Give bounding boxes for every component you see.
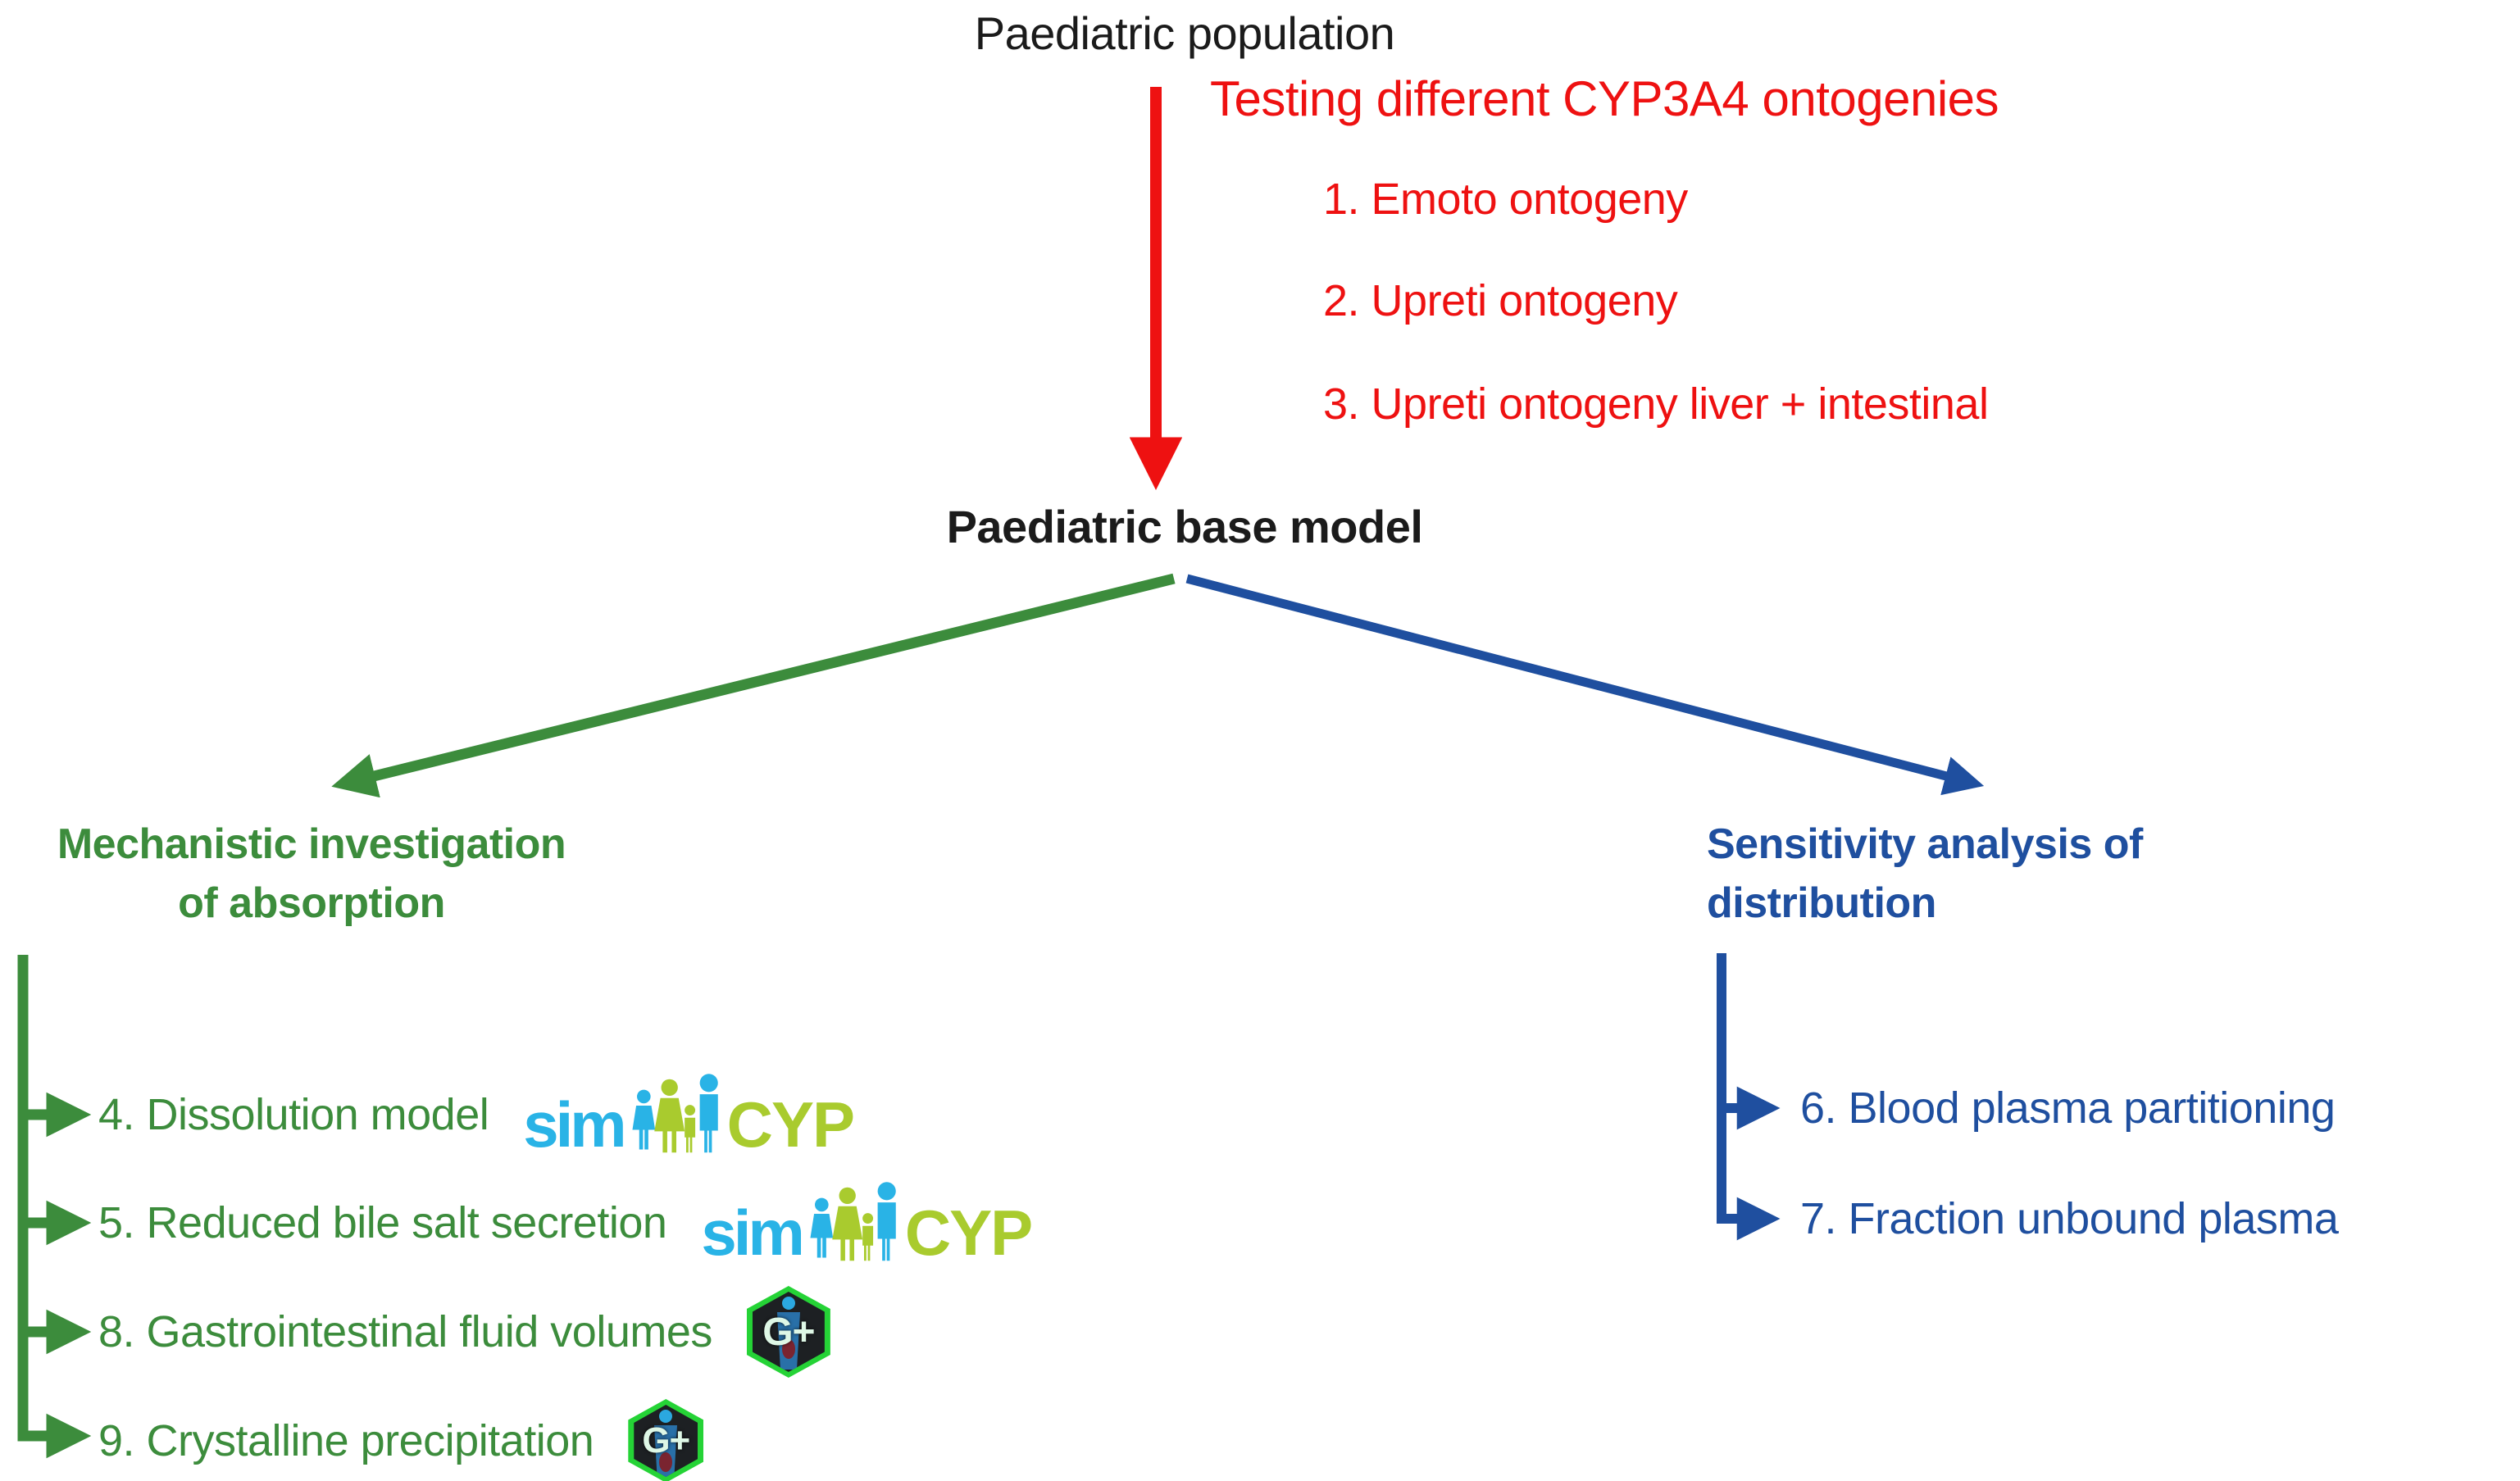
ontogeny-item-3: 3. Upreti ontogeny liver + intestinal bbox=[1323, 379, 1989, 429]
distribution-heading-line2: distribution bbox=[1707, 879, 1936, 927]
absorption-item-5-label: 5. Reduced bile salt secretion bbox=[98, 1198, 667, 1247]
simcyp-people-icon bbox=[632, 1074, 718, 1153]
distribution-heading-line1: Sensitivity analysis of bbox=[1707, 820, 2143, 868]
simcyp-sim-text: sim bbox=[701, 1197, 804, 1269]
absorption-heading-line2: of absorption bbox=[178, 879, 445, 927]
absorption-heading: Mechanistic investigation of absorption bbox=[0, 815, 623, 934]
absorption-item-5-row: 5. Reduced bile salt secretion sim bbox=[98, 1177, 1033, 1269]
root-node-label: Paediatric population bbox=[974, 7, 1395, 59]
gastroplus-person-icon bbox=[654, 1410, 678, 1477]
gastroplus-icon-inner: G+ bbox=[752, 1292, 825, 1372]
gastroplus-icon: G+ bbox=[628, 1399, 704, 1481]
absorption-heading-line1: Mechanistic investigation bbox=[57, 820, 566, 868]
ontogeny-item-1: 1. Emoto ontogeny bbox=[1323, 175, 1688, 224]
simcyp-people-icon bbox=[810, 1182, 896, 1261]
distribution-tree-line bbox=[1717, 953, 1781, 1241]
distribution-item-6-label: 6. Blood plasma partitioning bbox=[1800, 1083, 2336, 1133]
ontogeny-heading: Testing different CYP3A4 ontogenies bbox=[1210, 71, 1999, 126]
absorption-item-4-label: 4. Dissolution model bbox=[98, 1090, 489, 1139]
distribution-item-7-label: 7. Fraction unbound plasma bbox=[1800, 1194, 2339, 1243]
absorption-item-9-row: 9. Crystalline precipitation G+ bbox=[98, 1395, 704, 1481]
distribution-item-6-row: 6. Blood plasma partitioning bbox=[1800, 1062, 2336, 1154]
simcyp-logo: sim CYP bbox=[523, 1073, 855, 1161]
absorption-item-8-label: 8. Gastrointestinal fluid volumes bbox=[98, 1307, 712, 1356]
gastroplus-label: G+ bbox=[762, 1310, 815, 1354]
simcyp-cyp-text: CYP bbox=[904, 1197, 1033, 1269]
gastroplus-icon: G+ bbox=[746, 1286, 830, 1378]
simcyp-cyp-text: CYP bbox=[726, 1088, 855, 1161]
absorption-tree-line bbox=[17, 955, 92, 1459]
base-model-label: Paediatric base model bbox=[946, 501, 1423, 552]
ontogeny-item-2: 2. Upreti ontogeny bbox=[1323, 276, 1678, 325]
gastroplus-icon-inner: G+ bbox=[634, 1405, 698, 1477]
gastroplus-person-icon bbox=[776, 1297, 800, 1370]
absorption-branch-arrow bbox=[331, 573, 1176, 798]
gastroplus-label: G+ bbox=[642, 1420, 690, 1461]
distribution-heading: Sensitivity analysis of distribution bbox=[1707, 815, 2143, 934]
absorption-item-9-label: 9. Crystalline precipitation bbox=[98, 1416, 594, 1465]
simcyp-logo: sim CYP bbox=[701, 1181, 1033, 1269]
simcyp-sim-text: sim bbox=[523, 1088, 626, 1161]
absorption-item-4-row: 4. Dissolution model sim bbox=[98, 1069, 855, 1161]
distribution-branch-arrow bbox=[1185, 574, 1985, 796]
distribution-item-7-row: 7. Fraction unbound plasma bbox=[1800, 1173, 2339, 1265]
absorption-item-8-row: 8. Gastrointestinal fluid volumes G+ bbox=[98, 1286, 830, 1378]
